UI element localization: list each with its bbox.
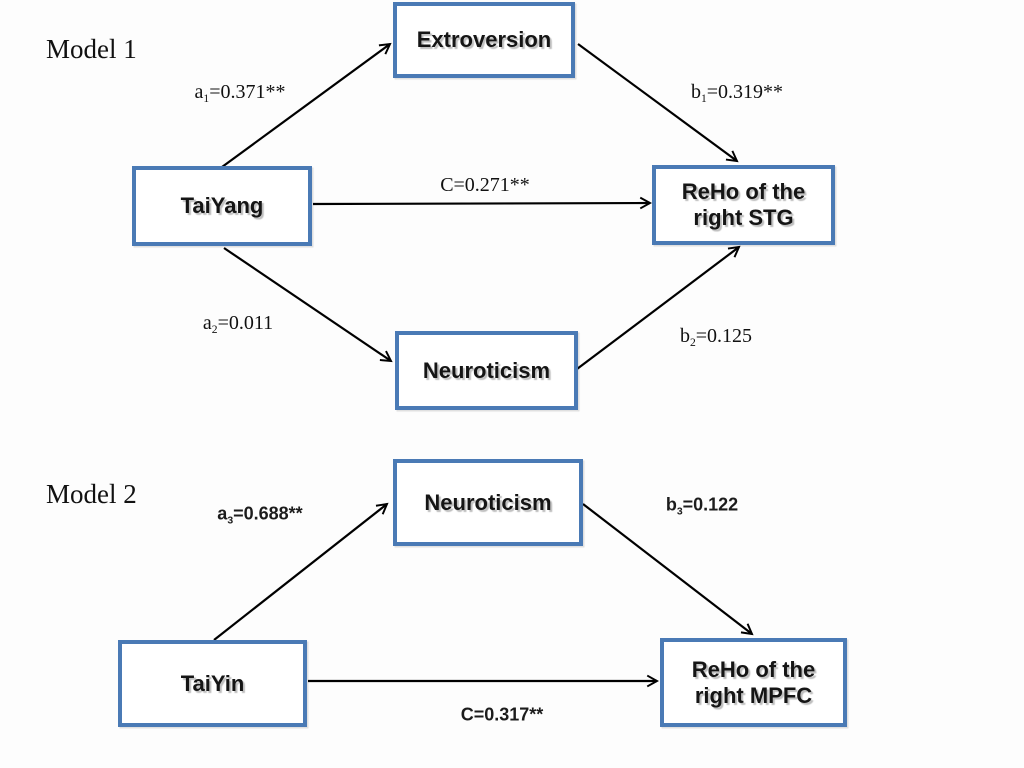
path-a3-value: =0.688** xyxy=(233,503,303,524)
path-b3-letter: b xyxy=(665,494,677,515)
path-b2-subscript: 2 xyxy=(689,336,696,350)
path-b1-subscript: 1 xyxy=(700,92,707,106)
path-c1-letter: C xyxy=(440,173,454,196)
path-b1-letter: b xyxy=(690,80,701,103)
path-label-a2: a2=0.011 xyxy=(203,312,273,336)
arrow-extroversion-rehostg xyxy=(577,43,739,163)
arrow-neuroticism-rehompfc xyxy=(582,503,754,636)
path-b3-value: =0.122 xyxy=(682,494,739,515)
node-reho-stg-line1: ReHo of the xyxy=(681,179,806,204)
node-reho-mpfc-line2: right MPFC xyxy=(694,682,813,708)
path-a3-letter: a xyxy=(217,503,228,524)
arrow-taiyin-neuroticism xyxy=(213,502,389,641)
path-label-a3: a3=0.688** xyxy=(217,504,302,527)
path-label-b2: b2=0.125 xyxy=(680,325,752,349)
path-a2-letter: a xyxy=(202,311,212,334)
arrow-taiyang-rehostg xyxy=(312,196,653,210)
node-extroversion: Extroversion xyxy=(393,2,575,78)
path-c1-value: =0.271** xyxy=(453,173,530,196)
path-b2-letter: b xyxy=(679,324,690,347)
node-taiyang: TaiYang xyxy=(132,166,312,246)
node-neuroticism-m1: Neuroticism xyxy=(395,331,578,410)
path-a2-value: =0.011 xyxy=(217,311,274,334)
node-reho-mpfc-line1: ReHo of the xyxy=(691,656,816,682)
path-b2-value: =0.125 xyxy=(695,324,753,347)
node-neuroticism-m2-label: Neuroticism xyxy=(424,489,552,515)
path-b1-value: =0.319** xyxy=(706,80,784,103)
path-a1-value: =0.371** xyxy=(209,80,286,103)
path-c2-value: =0.317** xyxy=(473,704,544,725)
node-neuroticism-m1-label: Neuroticism xyxy=(422,357,551,383)
model1-title: Model 1 xyxy=(46,34,137,64)
node-extroversion-label: Extroversion xyxy=(416,27,552,52)
path-c2-letter: C xyxy=(460,704,474,725)
node-reho-stg-line2: right STG xyxy=(693,205,794,230)
node-reho-stg: ReHo of the right STG xyxy=(652,165,835,245)
arrow-taiyang-extroversion xyxy=(221,42,392,168)
node-reho-mpfc: ReHo of the right MPFC xyxy=(660,638,847,727)
path-label-b3: b3=0.122 xyxy=(666,495,738,518)
node-taiyin-label: TaiYin xyxy=(180,670,245,696)
arrow-taiyang-neuroticism xyxy=(223,247,393,363)
path-b3-subscript: 3 xyxy=(676,506,683,518)
path-label-c1: C=0.271** xyxy=(440,174,530,198)
arrow-neuroticism-rehostg xyxy=(576,245,741,370)
node-neuroticism-m2: Neuroticism xyxy=(393,459,583,546)
path-a1-subscript: 1 xyxy=(203,92,210,106)
path-label-c2: C=0.317** xyxy=(461,705,544,728)
node-taiyang-label: TaiYang xyxy=(180,193,264,218)
node-taiyin: TaiYin xyxy=(118,640,307,727)
path-label-a1: a1=0.371** xyxy=(195,81,286,105)
path-a3-subscript: 3 xyxy=(227,515,234,527)
model2-title: Model 2 xyxy=(46,479,137,509)
path-a2-subscript: 2 xyxy=(211,323,218,337)
path-a1-letter: a xyxy=(194,80,204,103)
path-label-b1: b1=0.319** xyxy=(691,81,783,105)
